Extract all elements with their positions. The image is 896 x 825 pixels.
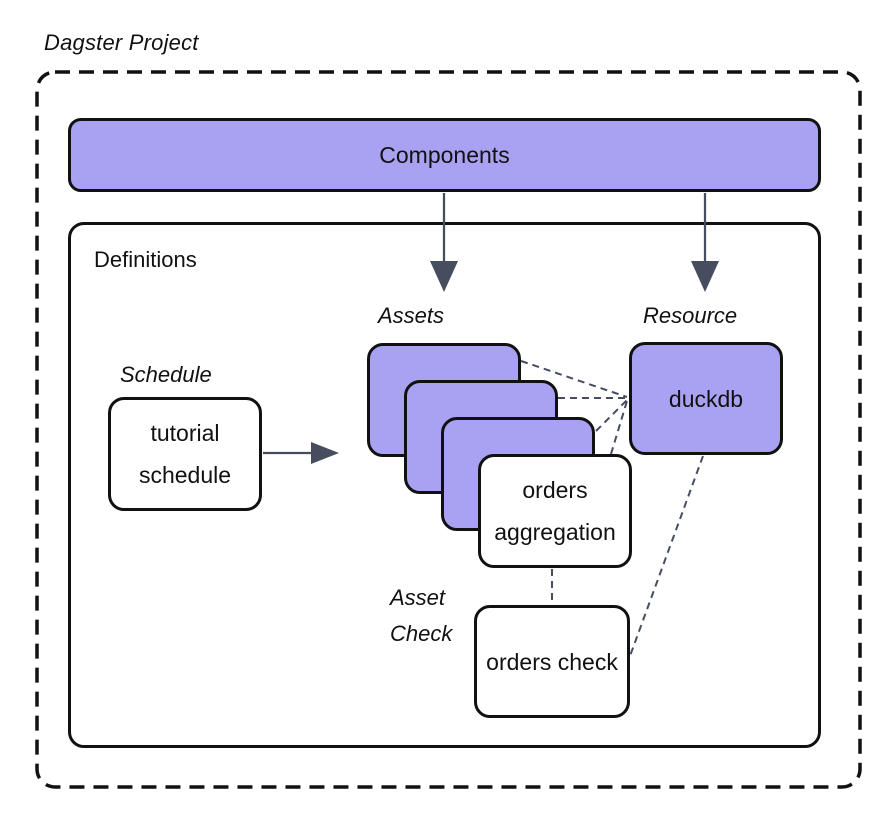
components-bar: Components xyxy=(68,118,821,192)
duckdb-label: duckdb xyxy=(668,385,744,412)
duckdb-resource-node: duckdb xyxy=(629,342,783,455)
orders-aggregation-label: orders aggregation xyxy=(494,477,616,545)
assets-caption: Assets xyxy=(378,303,445,328)
schedule-node: tutorial schedule xyxy=(108,397,262,511)
orders-check-node: orders check xyxy=(474,605,630,718)
orders-check-label: orders check xyxy=(486,648,618,675)
resource-caption: Resource xyxy=(643,303,738,328)
asset-check-caption: Asset Check xyxy=(390,585,453,646)
components-label: Components xyxy=(379,141,510,168)
schedule-node-label: tutorial schedule xyxy=(138,420,232,488)
definitions-label: Definitions xyxy=(94,247,197,272)
orders-aggregation-node: orders aggregation xyxy=(478,454,632,568)
schedule-caption: Schedule xyxy=(120,362,212,387)
project-title: Dagster Project xyxy=(44,30,199,55)
